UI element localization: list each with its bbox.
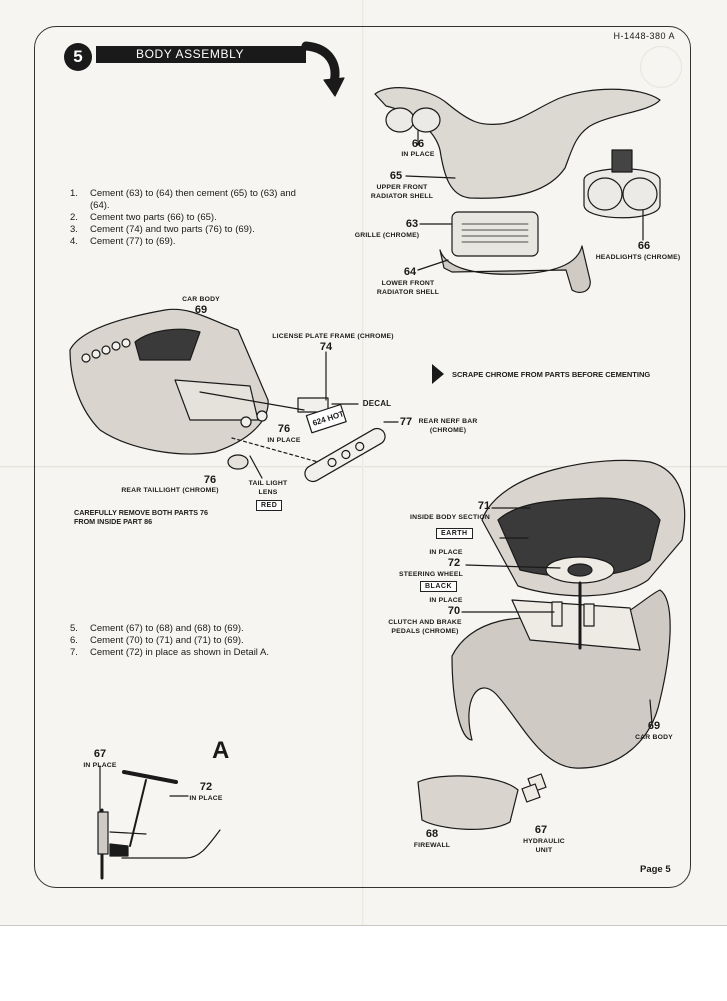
part-label-66-in-place: IN PLACE [401, 151, 435, 158]
part-number-66-in-place: 66 [411, 138, 425, 150]
part-label-67: HYDRAULIC UNIT [523, 838, 565, 854]
upper-radiator-shell-drawing [374, 87, 661, 199]
license-plate-frame-drawing [297, 397, 329, 413]
part-number-77: 77 [399, 416, 413, 428]
part-label-65: UPPER FRONT RADIATOR SHELL [370, 184, 434, 200]
banner-arrowhead [323, 77, 345, 97]
rear-taillight-drawing [227, 454, 249, 470]
page-number: Page 5 [640, 864, 671, 875]
page-frame [34, 26, 691, 888]
part-label-69-top: CAR BODY [182, 296, 220, 303]
fold-line-vertical [362, 0, 364, 925]
part-label-71: INSIDE BODY SECTION [410, 514, 490, 521]
hydraulic-unit-drawing [521, 773, 547, 803]
instruction-item: 3.Cement (74) and two parts (76) to (69)… [70, 224, 255, 235]
color-tag-black: BLACK [420, 581, 457, 592]
scan-background [0, 925, 727, 1001]
part-number-76-taillight: 76 [203, 474, 217, 486]
license-plate-drawing [305, 403, 347, 434]
lower-radiator-shell-drawing [439, 245, 591, 293]
part-label-74: LICENSE PLATE FRAME (CHROME) [272, 333, 394, 340]
part-pre-label-72: IN PLACE [429, 549, 463, 556]
part-label-72: STEERING WHEEL [399, 571, 463, 578]
part-label-77: REAR NERF BAR (CHROME) [418, 418, 478, 434]
banner-arrow [301, 41, 340, 87]
pedals-drawing [551, 601, 563, 627]
part-pre-label-70: IN PLACE [429, 597, 463, 604]
part-label-76-taillight: REAR TAILLIGHT (CHROME) [121, 487, 219, 494]
decal-label: DECAL [362, 399, 392, 408]
headlight-pair-drawing [583, 149, 661, 219]
detail-part-number-72: 72 [199, 781, 213, 793]
instruction-item: 2.Cement two parts (66) to (65). [70, 212, 217, 223]
step-title-banner: BODY ASSEMBLY [96, 46, 306, 63]
instruction-list-2: 5.Cement (67) to (68) and (68) to (69). … [70, 623, 300, 659]
firewall-drawing [417, 775, 519, 830]
part-label-70: CLUTCH AND BRAKE PEDALS (CHROME) [388, 619, 462, 635]
step-number-badge: 5 [64, 43, 92, 71]
detail-part-label-72: IN PLACE [189, 795, 223, 802]
detail-a-drawing [97, 765, 221, 880]
part-number-68: 68 [425, 828, 439, 840]
instruction-item: 7.Cement (72) in place as shown in Detai… [70, 647, 270, 658]
part-number-72: 72 [447, 557, 461, 569]
detail-part-label-67: IN PLACE [83, 762, 117, 769]
instruction-item: 1.Cement (63) to (64) then cement (65) t… [70, 188, 296, 211]
part-number-74: 74 [319, 341, 333, 353]
grille-drawing [451, 211, 539, 257]
part-number-67: 67 [534, 824, 548, 836]
headlight-right-drawing [411, 107, 441, 133]
part-number-69-bottom: 69 [647, 720, 661, 732]
instruction-item: 4.Cement (77) to (69). [70, 236, 176, 247]
part-label-76-in-place: IN PLACE [267, 437, 301, 444]
part-number-69-top: 69 [194, 304, 208, 316]
part-label-69-bottom: CAR BODY [635, 734, 673, 741]
bleed-through-logo [640, 46, 682, 88]
detail-a-letter: A [212, 737, 230, 764]
part-number-64: 64 [403, 266, 417, 278]
part-label-63: GRILLE (CHROME) [354, 232, 420, 239]
document-id: H-1448-380 A [613, 31, 675, 41]
warning-note: CAREFULLY REMOVE BOTH PARTS 76 FROM INSI… [74, 508, 209, 526]
part-label-64: LOWER FRONT RADIATOR SHELL [376, 280, 440, 296]
instruction-item: 5.Cement (67) to (68) and (68) to (69). [70, 623, 244, 634]
instruction-list-1: 1.Cement (63) to (64) then cement (65) t… [70, 188, 315, 248]
part-number-63: 63 [405, 218, 419, 230]
part-number-76-in-place: 76 [277, 423, 291, 435]
part-number-70: 70 [447, 605, 461, 617]
headlight-left-drawing [385, 107, 415, 133]
part-label-66-headlights: HEADLIGHTS (CHROME) [595, 254, 681, 261]
assembly-diagram [69, 41, 686, 880]
part-number-71: 71 [477, 500, 491, 512]
color-tag-red: RED [256, 500, 283, 511]
part-number-65: 65 [389, 170, 403, 182]
detail-part-number-67: 67 [93, 748, 107, 760]
tail-light-lens-label: TAIL LIGHT LENS [248, 480, 288, 496]
pointer-arrow-icon [432, 364, 444, 384]
color-tag-earth: EARTH [436, 528, 473, 539]
nerf-bar-drawing [304, 427, 386, 483]
part-number-66-headlights: 66 [637, 240, 651, 252]
part-label-68: FIREWALL [413, 842, 451, 849]
scrape-chrome-note: SCRAPE CHROME FROM PARTS BEFORE CEMENTIN… [432, 364, 650, 384]
instruction-item: 6.Cement (70) to (71) and (71) to (69). [70, 635, 244, 646]
